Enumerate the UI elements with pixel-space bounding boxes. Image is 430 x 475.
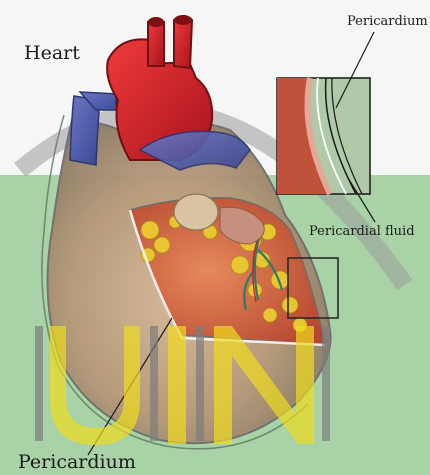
diagram-title: Heart	[24, 42, 80, 64]
label-pericardial-fluid: Pericardial fluid	[309, 224, 415, 239]
branch-1-opening	[148, 17, 164, 27]
inset-detail	[277, 78, 370, 194]
aortic-root	[174, 194, 218, 230]
branch-2-opening	[174, 15, 192, 25]
label-pericardium: Pericardium	[18, 451, 136, 473]
label-pericardium-inset: Pericardium	[347, 14, 428, 29]
